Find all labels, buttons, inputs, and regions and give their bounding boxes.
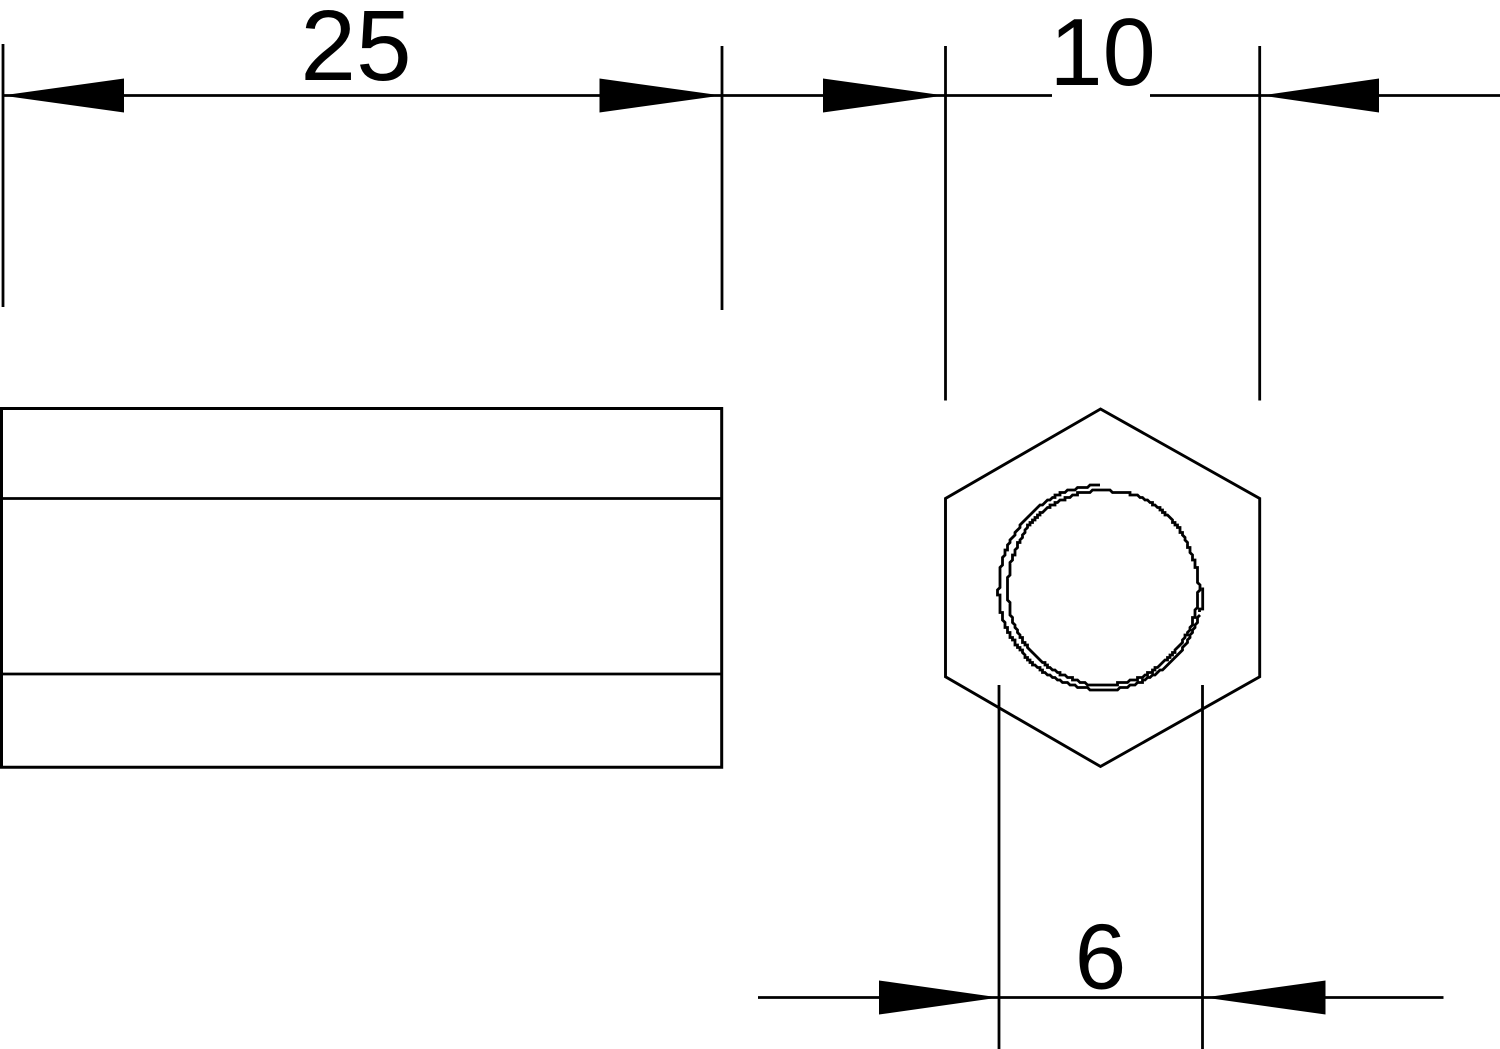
- svg-text:10: 10: [1049, 0, 1155, 106]
- svg-text:6: 6: [1075, 905, 1126, 1009]
- svg-text:25: 25: [300, 0, 411, 102]
